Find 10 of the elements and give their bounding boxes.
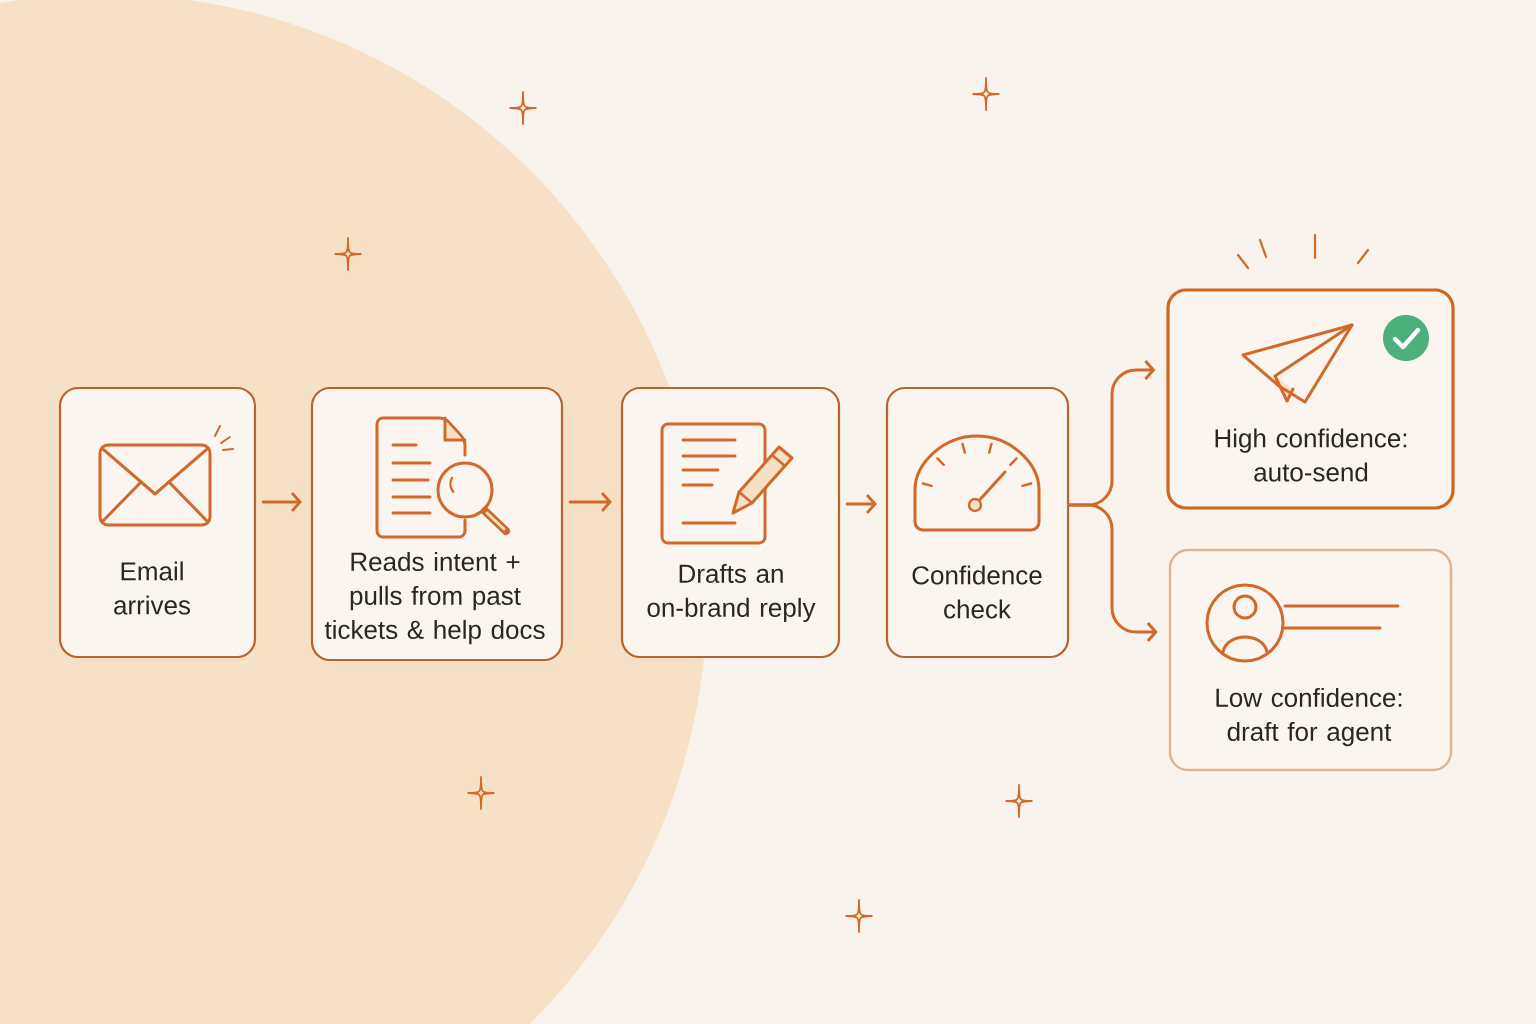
arrow xyxy=(261,492,302,512)
process-box: Reads intent + pulls from past tickets & help docs xyxy=(310,386,564,662)
process-box: Email arrives xyxy=(58,386,257,659)
arrow xyxy=(568,492,612,512)
arrow xyxy=(845,494,877,514)
process-box: Confidence check xyxy=(885,386,1070,659)
result-box: Low confidence: draft for agent xyxy=(1168,548,1453,772)
process-box: Drafts an on-brand reply xyxy=(620,386,841,659)
arrow xyxy=(1067,503,1158,642)
result-box: High confidence: auto-send xyxy=(1166,288,1455,510)
